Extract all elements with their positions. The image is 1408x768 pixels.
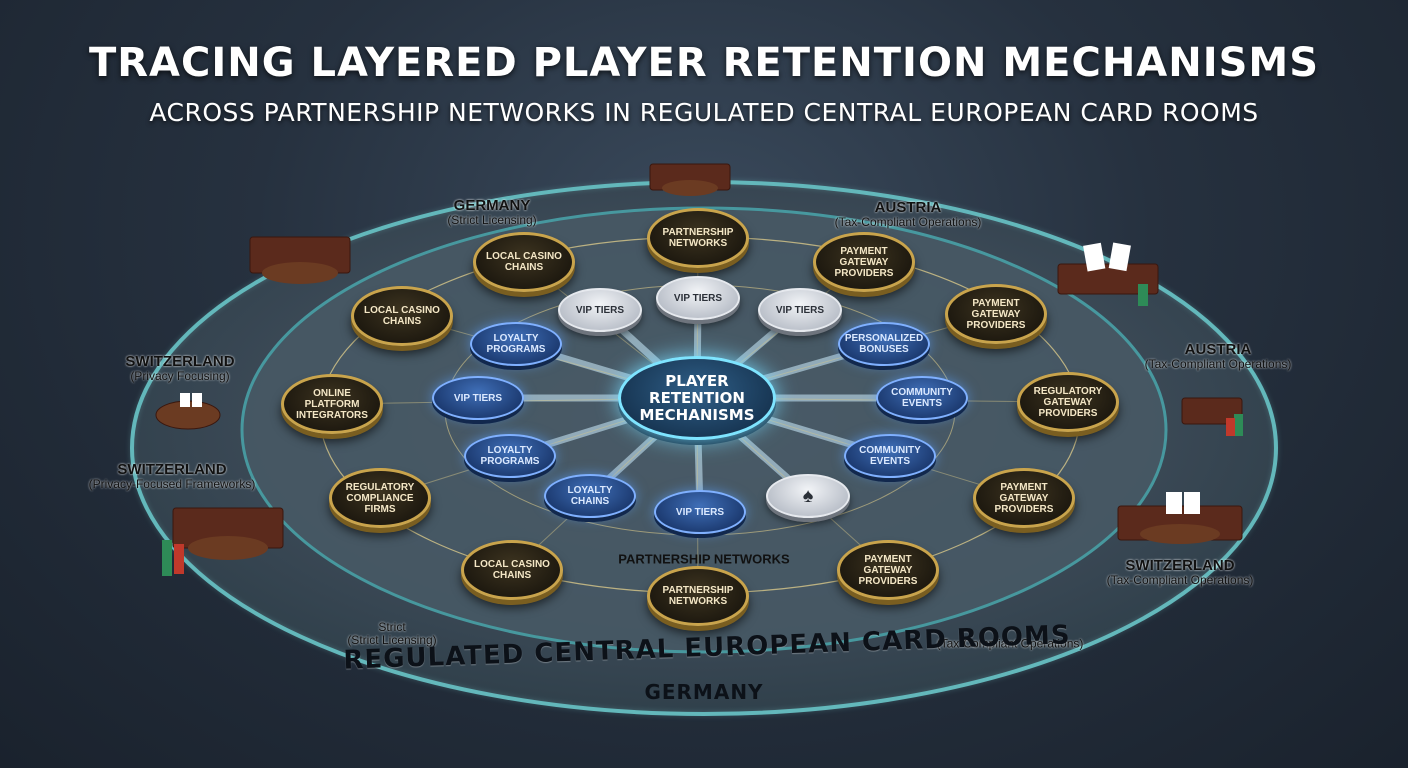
outer-node: REGULATORY COMPLIANCE FIRMS [329, 468, 431, 528]
outer-node: PAYMENT GATEWAY PROVIDERS [973, 468, 1075, 528]
outer-node: LOCAL CASINO CHAINS [473, 232, 575, 292]
outer-node: PARTNERSHIP NETWORKS [647, 566, 749, 626]
inner-caption: PARTNERSHIP NETWORKS [618, 552, 789, 567]
region-label: SWITZERLAND(Privacy Focusing) [125, 353, 234, 383]
outer-node: LOCAL CASINO CHAINS [351, 286, 453, 346]
inner-node: PERSONALIZED BONUSES [838, 322, 930, 366]
region-label: GERMANY(Strict Licensing) [447, 197, 536, 227]
inner-node: VIP TIERS [432, 376, 524, 420]
inner-node: LOYALTY PROGRAMS [470, 322, 562, 366]
inner-node: LOYALTY PROGRAMS [464, 434, 556, 478]
outer-node: PAYMENT GATEWAY PROVIDERS [945, 284, 1047, 344]
region-label: AUSTRIA(Tax-Compliant Operations) [835, 199, 982, 229]
center-line-3: MECHANISMS [639, 407, 754, 424]
inner-node: COMMUNITY EVENTS [876, 376, 968, 420]
region-label: SWITZERLAND(Tax-Compliant Operations) [1107, 557, 1254, 587]
center-hub: PLAYER RETENTION MECHANISMS [618, 356, 776, 440]
outer-node: PAYMENT GATEWAY PROVIDERS [813, 232, 915, 292]
spade-card-node: ♠ [766, 474, 850, 518]
outer-node: REGULATORY GATEWAY PROVIDERS [1017, 372, 1119, 432]
region-label: SWITZERLAND(Privacy-Focused Frameworks) [89, 461, 256, 491]
inner-node: COMMUNITY EVENTS [844, 434, 936, 478]
region-label: AUSTRIA(Tax-Compliant Operations) [1145, 341, 1292, 371]
outer-ring-sublabel: GERMANY [644, 680, 763, 704]
inner-node: VIP TIERS [558, 288, 642, 332]
outer-node: ONLINE PLATFORM INTEGRATORS [281, 374, 383, 434]
inner-node: VIP TIERS [656, 276, 740, 320]
outer-node: PAYMENT GATEWAY PROVIDERS [837, 540, 939, 600]
outer-node: PARTNERSHIP NETWORKS [647, 208, 749, 268]
center-line-1: PLAYER [639, 373, 754, 390]
inner-node: VIP TIERS [654, 490, 746, 534]
card-table-left-top [250, 237, 350, 284]
center-line-2: RETENTION [639, 390, 754, 407]
inner-node: LOYALTY CHAINS [544, 474, 636, 518]
outer-node: LOCAL CASINO CHAINS [461, 540, 563, 600]
inner-node: VIP TIERS [758, 288, 842, 332]
